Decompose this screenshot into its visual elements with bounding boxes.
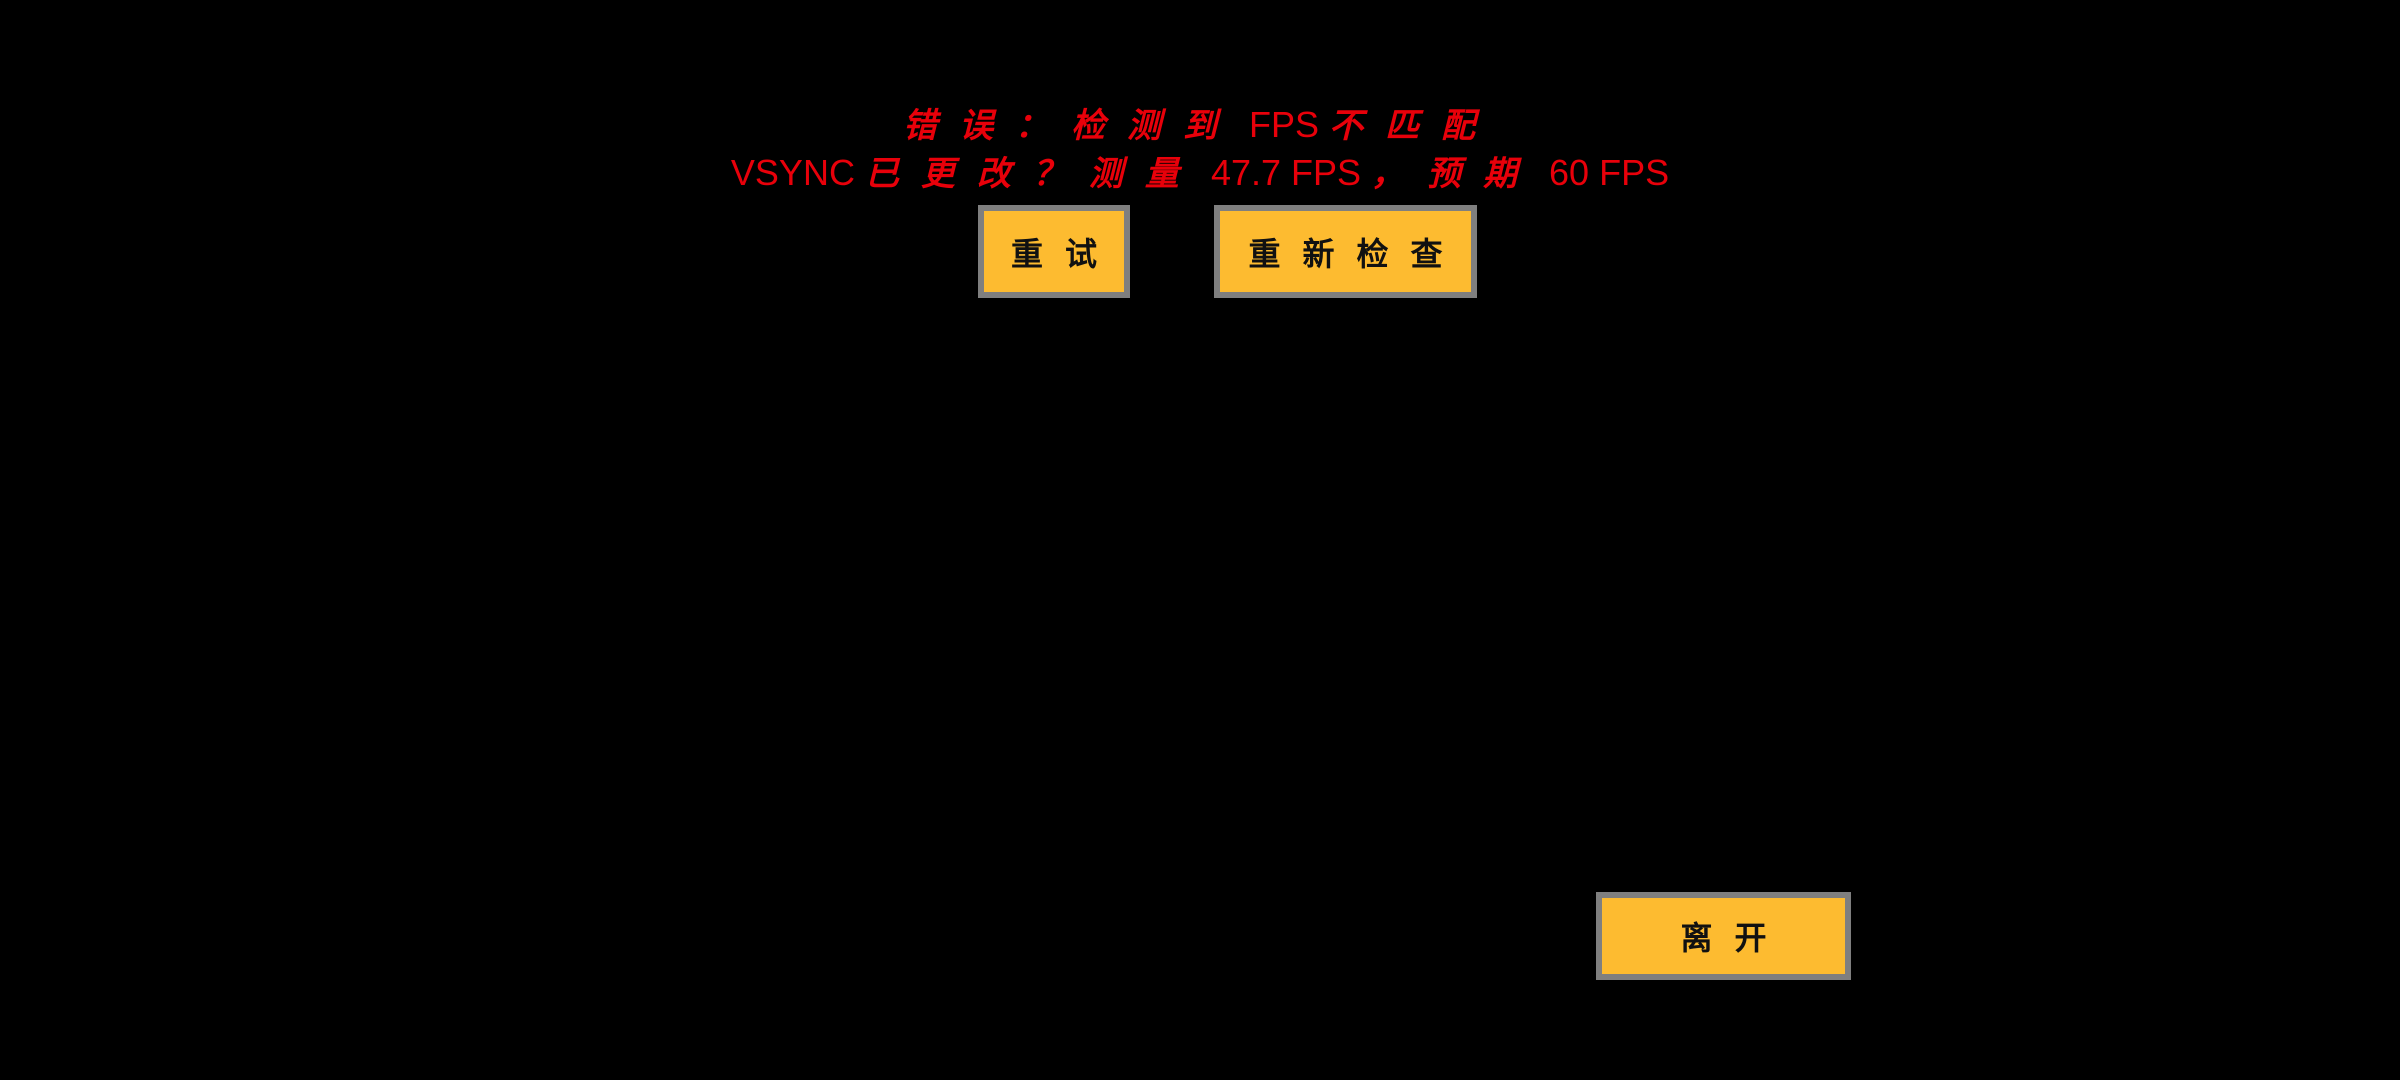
vsync-label: VSYNC [730, 152, 855, 193]
fps-label: FPS [1248, 104, 1319, 145]
mismatch-text: 不匹配 [1329, 106, 1497, 146]
recheck-button[interactable]: 重新检查 [1214, 205, 1477, 298]
retry-button[interactable]: 重试 [978, 205, 1130, 298]
leave-button[interactable]: 离开 [1596, 892, 1851, 980]
measured-fps: 47.7 FPS [1210, 152, 1362, 193]
changed-measured-text: 已更改？测量 [864, 154, 1201, 194]
expected-fps: 60 FPS [1549, 152, 1670, 193]
expected-text: ，预期 [1371, 154, 1540, 194]
error-text: 错误：检测到 [902, 106, 1239, 146]
